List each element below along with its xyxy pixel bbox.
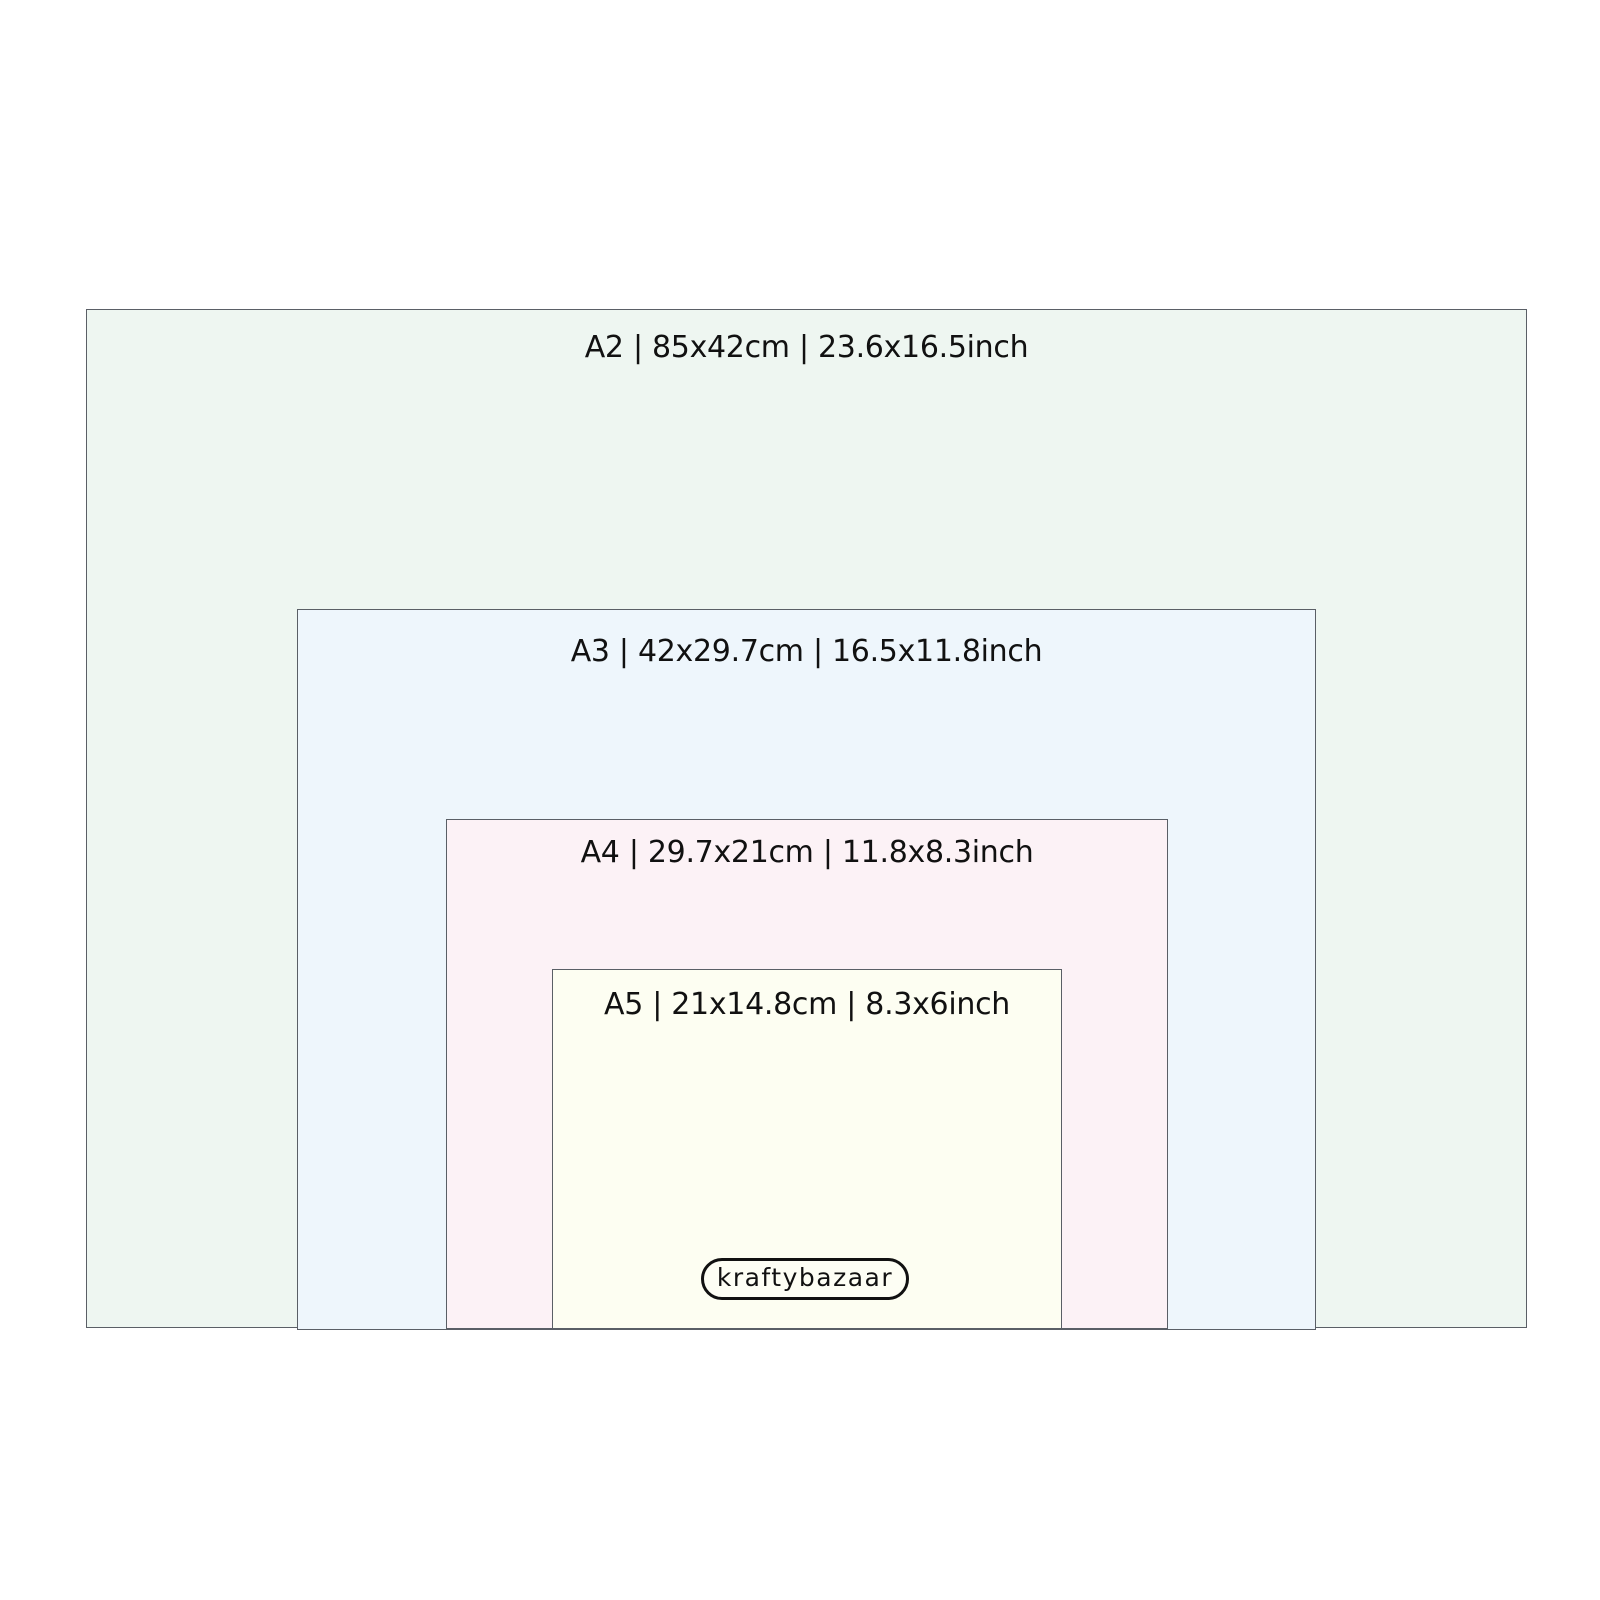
sheet-a5-label: A5 | 21x14.8cm | 8.3x6inch: [603, 987, 1011, 1022]
sheet-a2-label: A2 | 85x42cm | 23.6x16.5inch: [584, 330, 1029, 365]
sheet-a5: A5 | 21x14.8cm | 8.3x6inch kraftybazaar: [552, 969, 1062, 1329]
sheet-a3-label: A3 | 42x29.7cm | 16.5x11.8inch: [570, 634, 1043, 669]
brand-logo: kraftybazaar: [701, 1258, 909, 1300]
sheet-a4-label: A4 | 29.7x21cm | 11.8x8.3inch: [580, 835, 1034, 870]
